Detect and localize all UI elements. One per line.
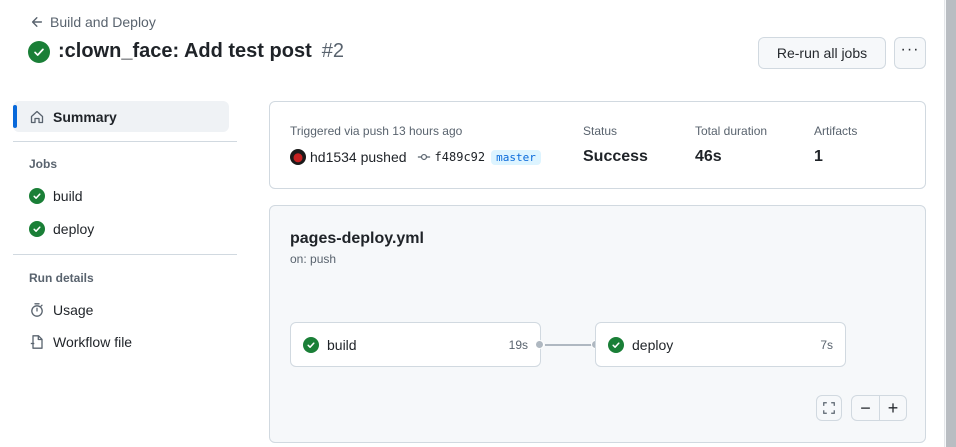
artifacts-label: Artifacts <box>814 124 858 138</box>
minus-icon: − <box>860 397 871 418</box>
run-number: #2 <box>321 40 344 62</box>
back-link-label[interactable]: Build and Deploy <box>50 14 156 30</box>
file-icon <box>30 335 43 349</box>
success-check-icon <box>303 336 319 353</box>
run-details-heading: Run details <box>29 271 94 285</box>
sidebar-item-label: deploy <box>53 221 95 237</box>
sidebar-item-label: Summary <box>53 108 117 125</box>
workflow-name[interactable]: pages-deploy.yml <box>290 230 424 247</box>
jobs-heading: Jobs <box>29 157 58 171</box>
scrollbar-thumb[interactable] <box>946 0 956 447</box>
avatar[interactable] <box>290 149 306 165</box>
rerun-label: Re-run all jobs <box>776 45 868 61</box>
job-name: deploy <box>632 336 674 353</box>
job-node-build[interactable]: build 19s <box>290 322 541 367</box>
duration-label: Total duration <box>695 124 768 138</box>
back-link[interactable]: Build and Deploy <box>30 14 156 30</box>
sidebar-item-summary[interactable]: Summary <box>13 101 229 132</box>
run-summary-card: Triggered via push 13 hours ago hd1534 p… <box>269 101 926 189</box>
sidebar-divider <box>13 254 237 255</box>
zoom-controls: − + <box>851 395 907 421</box>
home-icon <box>30 110 44 123</box>
commit-sha-link[interactable]: f489c92 <box>434 150 486 164</box>
page-scrollbar[interactable] <box>944 0 956 447</box>
sidebar-item-build[interactable]: build <box>29 188 83 204</box>
status-value: Success <box>583 148 648 165</box>
fullscreen-icon <box>823 402 835 414</box>
rerun-all-jobs-button[interactable]: Re-run all jobs <box>758 37 886 69</box>
sidebar-item-label: Workflow file <box>53 334 133 350</box>
plus-icon: + <box>887 397 899 418</box>
artifacts-value[interactable]: 1 <box>814 148 823 165</box>
status-label: Status <box>583 124 618 138</box>
job-connector <box>545 344 595 346</box>
success-check-icon <box>28 40 50 63</box>
page-title: :clown_face: Add test post #2 <box>28 40 344 63</box>
kebab-icon: ··· <box>900 41 920 58</box>
duration-value: 46s <box>695 148 722 165</box>
job-duration: 7s <box>820 337 833 352</box>
fullscreen-button[interactable] <box>816 395 842 421</box>
zoom-in-button[interactable]: + <box>878 396 906 420</box>
stopwatch-icon <box>31 303 43 317</box>
job-name: build <box>327 336 357 353</box>
sidebar-item-usage[interactable]: Usage <box>29 302 93 318</box>
success-check-icon <box>29 188 45 204</box>
sidebar-item-label: Usage <box>53 302 94 318</box>
run-title: :clown_face: Add test post <box>58 40 312 62</box>
actor-link[interactable]: hd1534 pushed <box>310 149 407 165</box>
job-node-deploy[interactable]: deploy 7s <box>595 322 846 367</box>
sidebar-item-workflow-file[interactable]: Workflow file <box>29 334 132 350</box>
trigger-label: Triggered via push 13 hours ago <box>290 124 463 138</box>
trigger-details: hd1534 pushed f489c92 master <box>290 149 541 165</box>
git-commit-icon <box>417 153 430 161</box>
active-indicator <box>13 105 17 128</box>
sidebar-item-label: build <box>53 188 83 204</box>
connector-node <box>535 340 544 349</box>
zoom-out-button[interactable]: − <box>852 396 879 420</box>
sidebar-item-deploy[interactable]: deploy <box>29 221 94 237</box>
arrow-left-icon <box>31 17 43 27</box>
sidebar-divider <box>13 141 237 142</box>
job-duration: 19s <box>508 337 528 352</box>
success-check-icon <box>29 221 45 237</box>
more-options-button[interactable]: ··· <box>894 37 926 69</box>
workflow-graph-card: pages-deploy.yml on: push build 19s depl… <box>269 205 926 443</box>
success-check-icon <box>608 336 624 353</box>
workflow-trigger: on: push <box>290 252 337 266</box>
branch-badge[interactable]: master <box>491 149 541 165</box>
